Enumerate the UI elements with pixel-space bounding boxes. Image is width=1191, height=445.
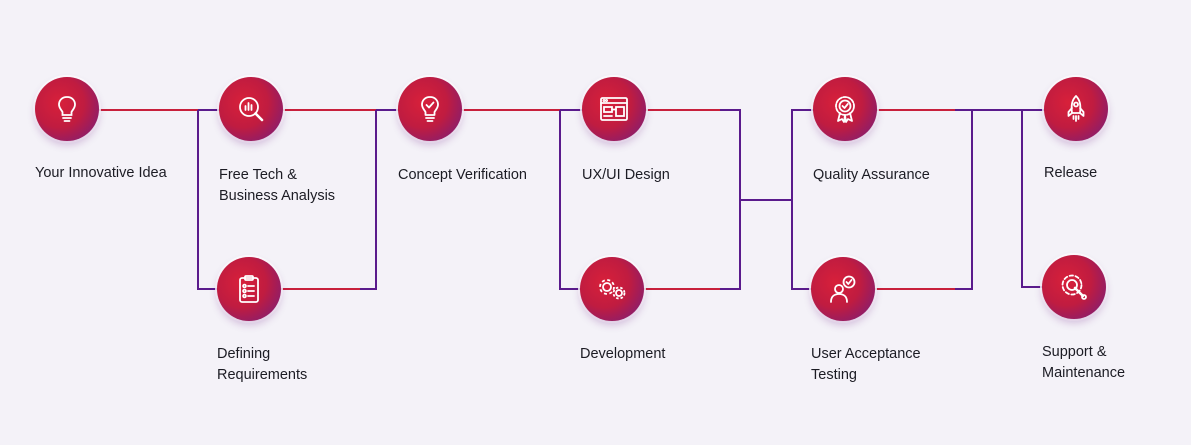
step-verification-label: Concept Verification (398, 165, 527, 186)
step-analysis-node (219, 77, 283, 141)
step-support-label: Support & Maintenance (1042, 342, 1125, 384)
lightbulb-check-icon (421, 96, 439, 122)
step-design-label: UX/UI Design (582, 165, 670, 186)
step-idea-label: Your Innovative Idea (35, 163, 167, 184)
user-check-icon (830, 275, 856, 303)
step-support-node (1042, 255, 1106, 319)
connector-qa-uat-rail (875, 109, 973, 290)
connector-split-development (559, 110, 581, 290)
step-qa-label: Quality Assurance (813, 165, 930, 186)
connector-split-requirements (197, 110, 220, 290)
step-analysis-line2: Business Analysis (219, 188, 336, 204)
gears-icon (599, 279, 626, 300)
step-release-text: Release (1044, 165, 1098, 181)
step-design-text: UX/UI Design (582, 167, 670, 183)
step-verification-node (398, 77, 462, 141)
step-analysis-label: Free Tech & Business Analysis (219, 165, 335, 207)
step-qa-node (813, 77, 877, 141)
step-requirements-line1: Defining (217, 346, 271, 362)
connector-qa-rail (791, 109, 814, 290)
step-uat-node (811, 257, 875, 321)
connector-design-rail (643, 109, 741, 290)
step-support-line2: Maintenance (1042, 365, 1126, 381)
step-requirements-line2: Requirements (217, 367, 308, 383)
step-uat-line1: User Acceptance (811, 346, 921, 362)
step-idea-node (35, 77, 99, 141)
step-analysis-line1: Free Tech & (219, 167, 297, 183)
step-development-node (580, 257, 644, 321)
step-requirements-label: Defining Requirements (217, 344, 307, 386)
browser-wireframe-icon (600, 97, 628, 121)
step-development-label: Development (580, 344, 665, 365)
gear-wrench-icon (1061, 274, 1087, 300)
step-design-node (582, 77, 646, 141)
step-verification-text: Concept Verification (398, 167, 527, 183)
step-uat-line2: Testing (811, 367, 857, 383)
award-badge-icon (835, 96, 855, 123)
step-support-line1: Support & (1042, 344, 1107, 360)
step-uat-label: User Acceptance Testing (811, 344, 921, 386)
step-release-node (1044, 77, 1108, 141)
rocket-icon (1067, 95, 1085, 122)
step-development-text: Development (580, 346, 666, 362)
magnifier-chart-icon (239, 97, 264, 122)
step-requirements-node (217, 257, 281, 321)
lightbulb-icon (58, 96, 76, 122)
checklist-icon (239, 275, 259, 303)
step-qa-text: Quality Assurance (813, 167, 930, 183)
step-release-label: Release (1044, 163, 1097, 184)
step-idea-text: Your Innovative Idea (35, 165, 167, 181)
connector-to-support (1021, 110, 1043, 288)
